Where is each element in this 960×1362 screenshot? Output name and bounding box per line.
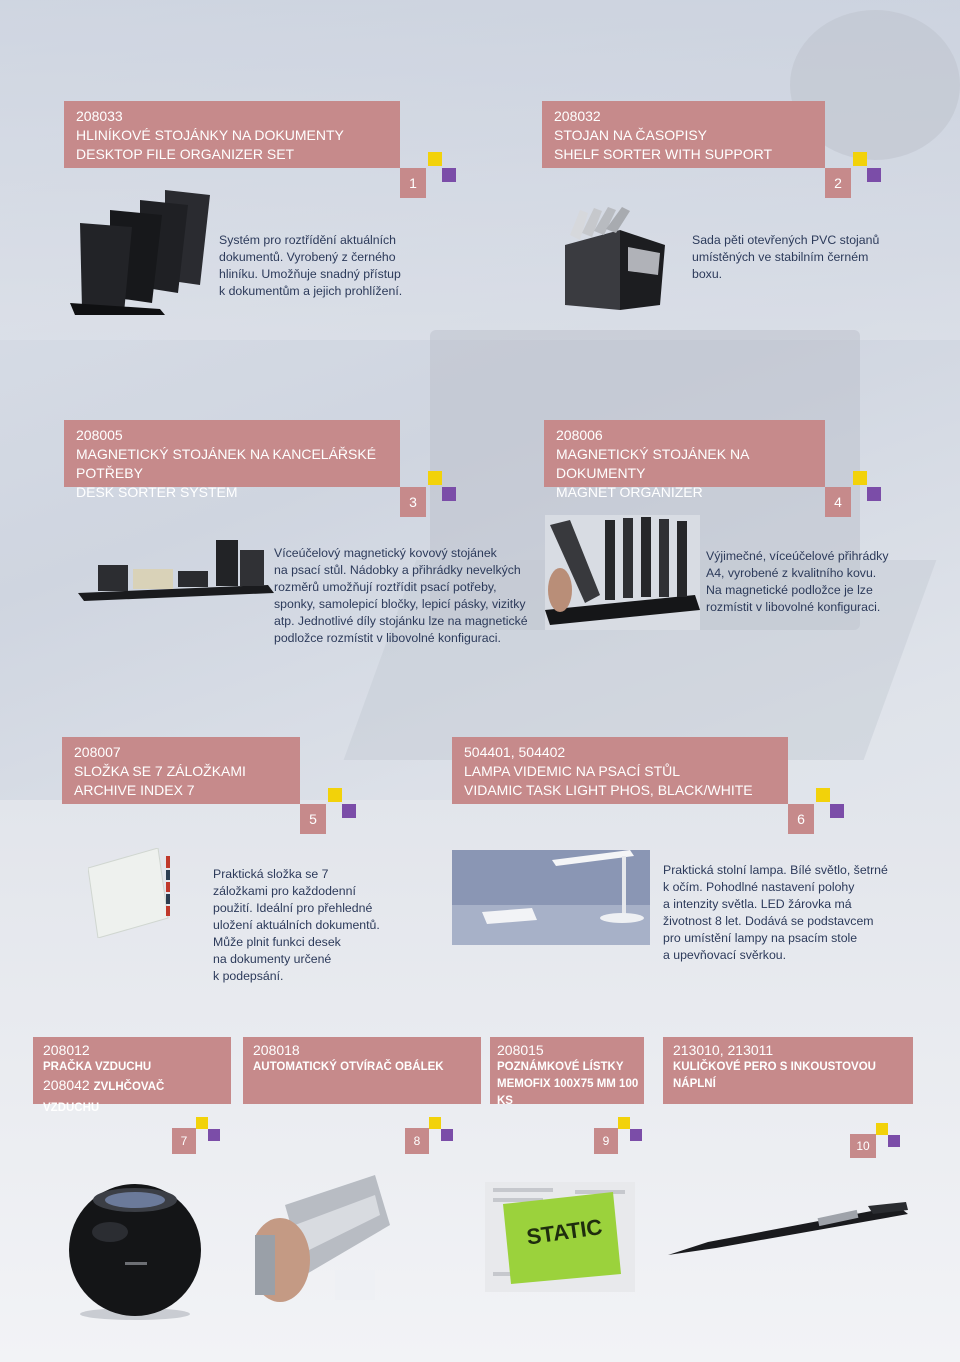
product-header-6: 504401, 504402 LAMPA VIDEMIC NA PSACÍ ST… [452, 737, 788, 804]
product-title: MAGNETICKÝ STOJÁNEK NA KANCELÁŘSKÉ POTŘE… [76, 446, 377, 481]
product-code: 213010, 213011 [673, 1042, 774, 1058]
product-code: 208012 [43, 1042, 90, 1058]
product-code: 208015 [497, 1042, 544, 1058]
accent-square [853, 471, 867, 485]
accent-square [208, 1129, 220, 1141]
product-title: STOJAN NA ČASOPISY [554, 127, 708, 143]
product-header-7: 208012 PRAČKA VZDUCHU 208042 ZVLHČOVAČ V… [33, 1037, 231, 1114]
accent-square [429, 1117, 441, 1129]
accent-square [867, 487, 881, 501]
accent-square [816, 788, 830, 802]
product-header-4: 208006 MAGNETICKÝ STOJÁNEK NA DOKUMENTY … [544, 420, 825, 500]
product-number-badge: 6 [788, 804, 814, 834]
product-code: 504401, 504402 [464, 744, 566, 760]
magnet-organizer-image [545, 515, 700, 630]
product-number-badge: 3 [400, 487, 426, 517]
product-code: 208018 [253, 1042, 300, 1058]
product-header-5: 208007 SLOŽKA SE 7 ZÁLOŽKAMI ARCHIVE IND… [62, 737, 300, 804]
accent-square [328, 788, 342, 802]
product-code: 208007 [74, 744, 121, 760]
product-description-6: Praktická stolní lampa. Bílé světlo, šet… [663, 863, 888, 962]
accent-square [618, 1117, 630, 1129]
product-code: 208032 [554, 108, 601, 124]
product-subtitle: MEMOFIX 100X75 MM 100 KS [497, 1078, 639, 1107]
product-header-8: 208018 AUTOMATICKÝ OTVÍRAČ OBÁLEK [243, 1037, 481, 1104]
shelf-sorter-image [565, 207, 665, 310]
accent-square [876, 1123, 888, 1135]
product-subtitle: MAGNET ORGANIZER [556, 484, 703, 500]
accent-square [342, 804, 356, 818]
product-subtitle: VIDAMIC TASK LIGHT PHOS, BLACK/WHITE [464, 782, 753, 798]
accent-square [830, 804, 844, 818]
air-purifier-image [69, 1184, 201, 1320]
product-code: 208005 [76, 427, 123, 443]
envelope-opener-image [255, 1175, 390, 1302]
product-subtitle: DESK SORTER SYSTEM [76, 484, 238, 500]
product-title: LAMPA VIDEMIC NA PSACÍ STŮL [464, 763, 681, 779]
accent-square [428, 152, 442, 166]
product-code: 208006 [556, 427, 603, 443]
file-organizer-image [70, 190, 210, 315]
product-subtitle: DESKTOP FILE ORGANIZER SET [76, 146, 295, 162]
product-header-2: 208032 STOJAN NA ČASOPISY SHELF SORTER W… [542, 101, 825, 168]
product-subtitle: ARCHIVE INDEX 7 [74, 782, 195, 798]
product-code-2: 208042 [43, 1077, 90, 1093]
product-title: POZNÁMKOVÉ LÍSTKY [497, 1061, 624, 1073]
product-number-badge: 1 [400, 168, 426, 198]
sticky-notes-image: STATIC [485, 1182, 635, 1292]
accent-square [867, 168, 881, 182]
product-code: 208033 [76, 108, 123, 124]
accent-square [428, 471, 442, 485]
product-title: PRAČKA VZDUCHU [43, 1061, 152, 1073]
product-title: SLOŽKA SE 7 ZÁLOŽKAMI [74, 763, 246, 779]
product-title: MAGNETICKÝ STOJÁNEK NA DOKUMENTY [556, 446, 749, 481]
product-number-badge: 4 [825, 487, 851, 517]
product-number-badge: 10 [850, 1134, 876, 1158]
product-number-badge: 2 [825, 168, 851, 198]
accent-square [442, 487, 456, 501]
ballpoint-pen-image [668, 1202, 908, 1255]
product-subtitle: SHELF SORTER WITH SUPPORT [554, 146, 773, 162]
accent-square [442, 168, 456, 182]
product-number-badge: 5 [300, 804, 326, 834]
accent-square [441, 1129, 453, 1141]
product-title: AUTOMATICKÝ OTVÍRAČ OBÁLEK [253, 1061, 444, 1073]
accent-square [630, 1129, 642, 1141]
archive-index-folder-image [88, 848, 170, 938]
product-header-3: 208005 MAGNETICKÝ STOJÁNEK NA KANCELÁŘSK… [64, 420, 400, 500]
product-header-1: 208033 HLINÍKOVÉ STOJÁNKY NA DOKUMENTY D… [64, 101, 400, 168]
product-title-2: ZVLHČOVAČ VZDUCHU [43, 1081, 165, 1114]
product-number-badge: 9 [594, 1128, 618, 1154]
product-header-10: 213010, 213011 KULIČKOVÉ PERO S INKOUSTO… [663, 1037, 913, 1104]
product-number-badge: 7 [172, 1128, 196, 1154]
product-number-badge: 8 [405, 1128, 429, 1154]
accent-square [888, 1135, 900, 1147]
accent-square [853, 152, 867, 166]
task-light-image [452, 850, 650, 945]
product-header-9: 208015 POZNÁMKOVÉ LÍSTKY MEMOFIX 100X75 … [490, 1037, 644, 1107]
desk-sorter-image [78, 540, 274, 601]
product-title: HLINÍKOVÉ STOJÁNKY NA DOKUMENTY [76, 127, 344, 143]
accent-square [196, 1117, 208, 1129]
product-title: KULIČKOVÉ PERO S INKOUSTOVOU NÁPLNÍ [673, 1061, 876, 1090]
